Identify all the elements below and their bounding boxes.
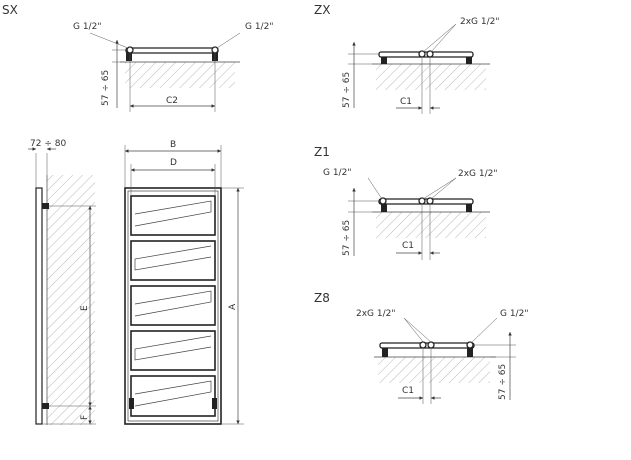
z1-right-leader-1 [422, 177, 457, 200]
front-slat-3 [130, 285, 216, 326]
z8-port-2-icon [427, 341, 435, 349]
z8-left-leader-1 [403, 317, 425, 344]
front-d-dim: D [170, 158, 177, 168]
side-f-dim: F [80, 415, 90, 420]
sx-view: SX G 1/2" G 1/2" 57 ÷ 65 C2 [2, 3, 273, 112]
sx-left-leader [89, 32, 129, 49]
z8-height-dim: 57 ÷ 65 [498, 364, 508, 400]
z8-left-leader-2 [403, 317, 433, 344]
sx-radiator-tube [125, 47, 219, 54]
z8-offset-dim: C1 [402, 386, 414, 396]
zx-port-2-icon [426, 50, 434, 58]
zx-radiator-tube [378, 51, 474, 58]
side-depth-dim: 72 ÷ 80 [30, 139, 66, 149]
z1-right-bracket [466, 204, 472, 212]
zx-wall-hatch [376, 64, 486, 90]
z1-offset-dim: C1 [402, 241, 414, 251]
zx-right-bracket [466, 57, 472, 64]
sx-right-conn-label: G 1/2" [245, 22, 273, 32]
zx-left-bracket [381, 57, 387, 64]
front-left-hanger [129, 398, 134, 409]
sx-left-conn-label: G 1/2" [73, 22, 101, 32]
z1-wall-hatch [376, 212, 486, 238]
front-slat-3-zigzag [134, 290, 212, 317]
zx-view: ZX 2xG 1/2" 57 ÷ 65 C1 [314, 3, 500, 114]
side-wall-hatch [47, 175, 95, 425]
z8-right-conn-label: G 1/2" [500, 309, 528, 319]
sx-title: SX [2, 3, 18, 17]
z8-left-conn-label: 2xG 1/2" [356, 309, 396, 319]
front-slat-3-box [130, 285, 216, 326]
side-bottom-bracket [42, 403, 49, 409]
z1-view: Z1 G 1/2" 2xG 1/2" 57 ÷ 65 C1 [314, 145, 498, 260]
zx-leader-2 [430, 23, 457, 53]
sx-right-leader [216, 32, 241, 49]
front-slat-5-zigzag [134, 380, 212, 407]
z8-radiator-tube [379, 342, 475, 349]
front-slat-5 [130, 375, 216, 417]
z8-view: Z8 2xG 1/2" G 1/2" 57 ÷ 65 C1 [314, 291, 528, 404]
zx-conn-label: 2xG 1/2" [460, 17, 500, 27]
z1-radiator-tube [378, 198, 474, 205]
front-view: B D A [124, 140, 244, 425]
zx-height-dim: 57 ÷ 65 [342, 72, 352, 108]
front-slat-2 [130, 240, 216, 281]
front-slat-4-zigzag [134, 335, 212, 361]
zx-port-1-icon [418, 50, 426, 58]
front-slat-4 [130, 330, 216, 371]
zx-offset-dim: C1 [400, 97, 412, 107]
z8-wall-hatch [378, 357, 490, 383]
front-slat-1-box [130, 195, 216, 236]
side-radiator-body [35, 187, 43, 425]
z1-right-leader-2 [430, 177, 457, 200]
zx-leader-1 [422, 23, 457, 53]
front-slat-1-zigzag [134, 200, 212, 227]
sx-height-dim: 57 ÷ 65 [101, 70, 111, 106]
z1-left-leader [367, 177, 383, 200]
z1-left-bracket [381, 204, 387, 212]
front-b-dim: B [170, 140, 176, 150]
side-view: 72 ÷ 80 E F [28, 139, 96, 425]
side-top-bracket [42, 203, 49, 209]
z1-height-dim: 57 ÷ 65 [342, 220, 352, 256]
z8-port-1-icon [419, 341, 427, 349]
z1-title: Z1 [314, 145, 330, 159]
z1-left-conn-label: G 1/2" [323, 168, 351, 178]
z8-right-port-icon [466, 341, 474, 349]
side-e-dim: E [80, 305, 90, 311]
z8-right-bracket [467, 348, 473, 357]
sx-left-bracket [126, 53, 132, 61]
front-slat-4-box [130, 330, 216, 371]
zx-title: ZX [314, 3, 330, 17]
front-right-hanger [212, 398, 217, 409]
sx-width-dim: C2 [166, 96, 178, 106]
z8-right-leader [470, 317, 498, 344]
front-frame-inner [127, 190, 219, 422]
z1-right-conn-label: 2xG 1/2" [458, 169, 498, 179]
front-a-dim: A [228, 303, 238, 310]
front-slat-1 [130, 195, 216, 236]
z8-title: Z8 [314, 291, 330, 305]
front-slat-2-box [130, 240, 216, 281]
z1-port-1-icon [418, 197, 426, 205]
front-slat-5-box [130, 375, 216, 417]
front-frame-outer [124, 187, 222, 425]
front-slat-2-zigzag [134, 245, 212, 271]
z8-left-bracket [382, 348, 388, 357]
sx-wall-hatch [125, 62, 235, 88]
z1-port-2-icon [426, 197, 434, 205]
